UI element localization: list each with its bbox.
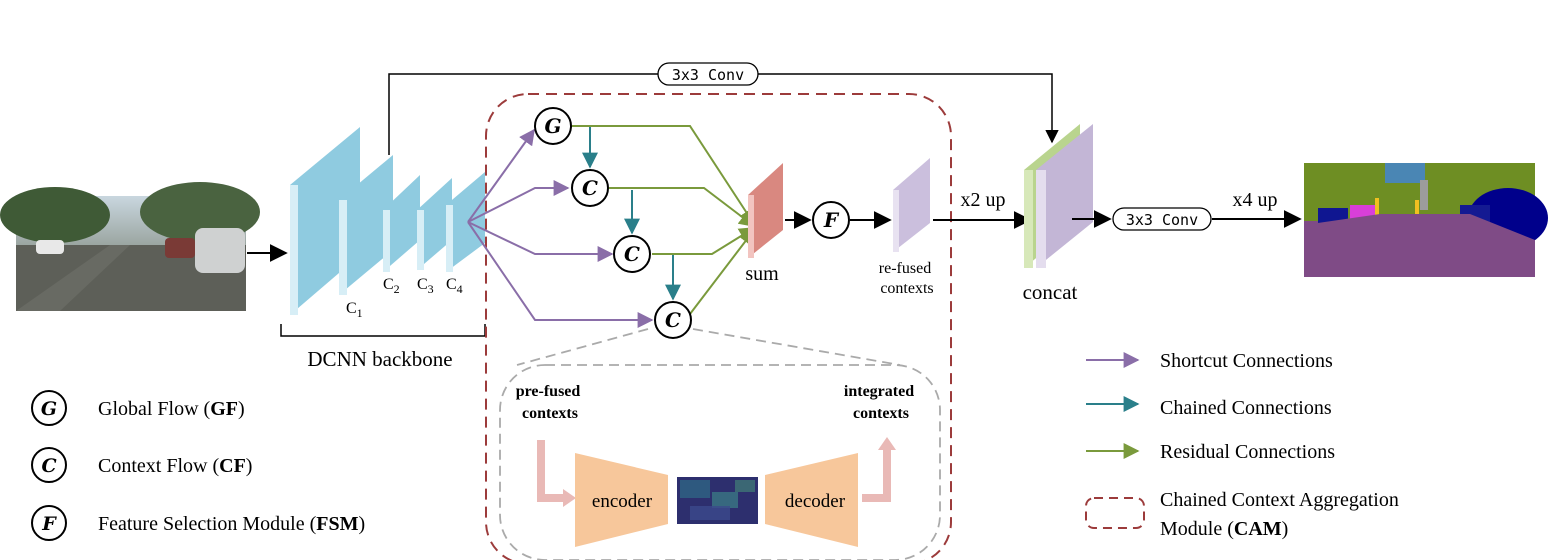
cam-module-border — [485, 93, 952, 560]
svg-text:C: C — [665, 308, 681, 332]
backbone-block-4 — [417, 178, 452, 270]
global-flow-node: G — [534, 107, 572, 145]
stage-label: C — [383, 276, 394, 293]
context-flow-node-1: C — [571, 169, 609, 207]
x4-up-label: x4 up — [1233, 189, 1278, 211]
legend-symbol: G — [41, 398, 57, 420]
skip-connection-line — [388, 73, 1059, 155]
shortcut-connections — [467, 128, 654, 328]
svg-text:C: C — [624, 242, 640, 266]
svg-text:Context Flow (CF): Context Flow (CF) — [98, 455, 252, 477]
prefused-arrow — [537, 440, 565, 502]
prefused-label: pre-fused contexts — [516, 383, 585, 422]
top-conv-label: 3x3 Conv — [672, 66, 744, 84]
legend-symbol: C — [41, 455, 56, 477]
svg-text:C1: C1 — [346, 300, 363, 320]
fsm-node: F — [812, 201, 850, 239]
input-image — [0, 182, 260, 311]
legend-symbol: F — [41, 513, 57, 535]
context-flow-node-2: C — [613, 235, 651, 273]
backbone-bracket — [280, 324, 486, 337]
encoder-label: encoder — [592, 491, 653, 512]
detail-border — [499, 364, 941, 560]
backbone-block-3 — [383, 175, 420, 272]
x2-up-label: x2 up — [961, 189, 1006, 211]
svg-text:Chained Connections: Chained Connections — [1160, 397, 1332, 419]
legend-item-fsm: F Feature Selection Module (FSM) — [31, 505, 365, 541]
svg-text:Shortcut Connections: Shortcut Connections — [1160, 350, 1333, 372]
integrated-arrow — [862, 448, 891, 502]
sum-label: sum — [745, 263, 779, 285]
legend-left: G Global Flow (GF) C Context Flow (CF) F… — [31, 390, 365, 541]
svg-text:Residual Connections: Residual Connections — [1160, 441, 1335, 463]
backbone-block-5 — [446, 172, 485, 272]
legend-item-context-flow: C Context Flow (CF) — [31, 447, 252, 483]
encoder-block — [575, 453, 668, 547]
refused-context-block — [893, 158, 930, 252]
residual-connections — [572, 125, 756, 315]
context-flow-node-3: C — [654, 301, 692, 339]
concat-block — [1024, 124, 1093, 268]
integrated-label: integrated contexts — [844, 383, 918, 422]
legend-residual: Residual Connections — [1086, 441, 1335, 463]
svg-text:Module (CAM): Module (CAM) — [1160, 518, 1288, 540]
refused-label: re-fused contexts — [879, 260, 935, 297]
top-conv-box — [657, 62, 759, 86]
backbone-blocks — [290, 127, 485, 315]
sum-block — [748, 163, 783, 258]
feature-map — [677, 477, 758, 524]
concat-label: concat — [1023, 280, 1078, 304]
stage-label: C — [346, 300, 357, 317]
svg-text:Chained Context Aggregation: Chained Context Aggregation — [1160, 489, 1399, 511]
svg-text:G: G — [544, 114, 561, 138]
svg-text:F: F — [823, 208, 840, 232]
backbone-label: DCNN backbone — [307, 347, 452, 371]
svg-text:C4: C4 — [446, 276, 463, 296]
stage-label: C — [446, 276, 457, 293]
svg-text:Global Flow (GF): Global Flow (GF) — [98, 398, 245, 420]
svg-text:C3: C3 — [417, 276, 434, 296]
stage-label: C — [417, 276, 428, 293]
svg-text:C: C — [582, 176, 598, 200]
legend-right: Shortcut Connections Chained Connections… — [1085, 350, 1399, 540]
legend-item-global-flow: G Global Flow (GF) — [31, 390, 245, 426]
backbone-block-2 — [339, 155, 393, 295]
legend-chained: Chained Connections — [1086, 396, 1332, 419]
svg-text:Feature Selection Module (FSM): Feature Selection Module (FSM) — [98, 513, 365, 535]
right-conv-box — [1112, 207, 1212, 231]
svg-text:C2: C2 — [383, 276, 400, 296]
legend-shortcut: Shortcut Connections — [1086, 350, 1333, 372]
stage-labels: C1 C2 C3 C4 — [346, 276, 463, 320]
legend-cam: Chained Context Aggregation Module (CAM) — [1085, 489, 1399, 540]
decoder-label: decoder — [785, 491, 846, 512]
right-conv-label: 3x3 Conv — [1126, 211, 1198, 229]
chained-connections — [582, 126, 681, 301]
decoder-block — [765, 453, 858, 547]
output-segmentation — [1304, 163, 1548, 277]
detail-zoom-lines — [516, 328, 901, 366]
